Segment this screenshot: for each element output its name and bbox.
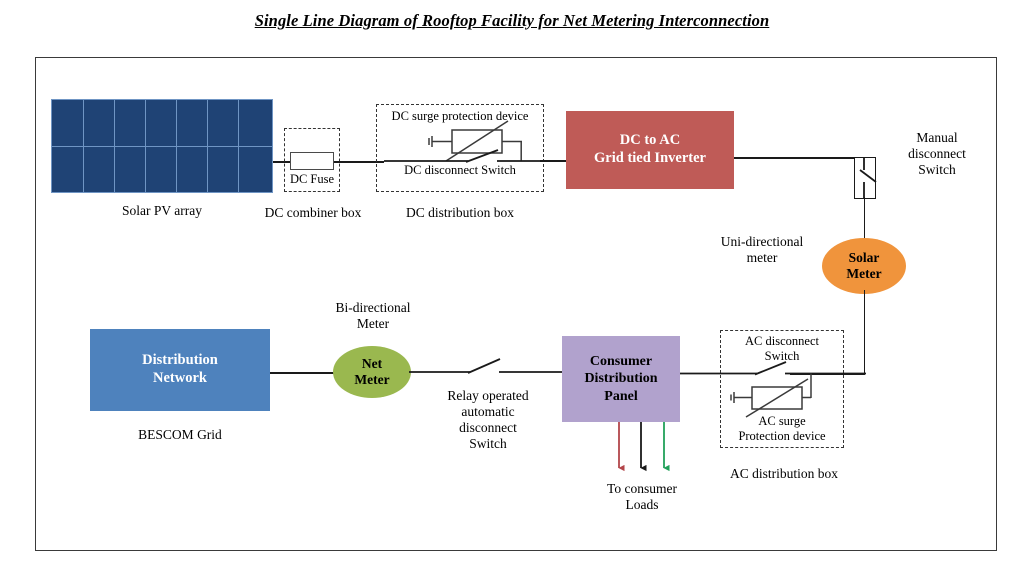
- dc-fuse-label: DC Fuse: [289, 172, 335, 186]
- ac-disconnect-switch-label: AC disconnect Switch: [745, 334, 819, 363]
- wire-network-to-netmeter: [270, 372, 336, 374]
- wire-dcbox-to-inverter: [540, 160, 568, 162]
- dc-distribution-box: [376, 104, 544, 192]
- wire-disconnect-to-solarmeter: [863, 197, 866, 242]
- dc-combiner-caption: DC combiner box: [264, 205, 362, 220]
- ac-surge-label: AC surge Protection device: [738, 414, 826, 443]
- wire-fuse-to-dcbox: [334, 161, 384, 163]
- page-title: Single Line Diagram of Rooftop Facility …: [254, 11, 770, 30]
- bescom-grid-caption: BESCOM Grid: [138, 427, 222, 442]
- dc-to-ac-inverter: DC to AC Grid tied Inverter: [566, 111, 734, 189]
- wire-pv-to-fuse: [273, 161, 291, 163]
- relay-switch-label: Relay operated automatic disconnect Swit…: [447, 388, 529, 451]
- uni-directional-meter-label: Uni-directional meter: [720, 234, 804, 265]
- solar-meter: Solar Meter: [822, 238, 906, 294]
- wire-solarmeter-down: [863, 290, 866, 375]
- consumer-loads-label: To consumer Loads: [607, 481, 677, 512]
- dc-switch-label: DC disconnect Switch: [404, 163, 516, 177]
- dc-fuse-symbol: [290, 152, 334, 170]
- ac-distribution-caption: AC distribution box: [729, 466, 838, 481]
- consumer-distribution-panel: Consumer Distribution Panel: [562, 336, 680, 422]
- dc-distribution-caption: DC distribution box: [405, 205, 514, 220]
- wire-inverter-to-disconnect: [734, 157, 864, 159]
- ac-distribution-box: [720, 330, 844, 448]
- dc-combiner-box: [284, 128, 340, 192]
- bi-directional-meter-label: Bi-directional Meter: [335, 300, 411, 331]
- manual-disconnect-label: Manual disconnect Switch: [908, 130, 966, 177]
- solar-pv-array: [51, 99, 273, 193]
- net-meter: Net Meter: [333, 346, 411, 398]
- distribution-network: Distribution Network: [90, 329, 270, 411]
- dc-surge-label: DC surge protection device: [391, 109, 529, 123]
- pv-array-caption: Solar PV array: [122, 203, 202, 218]
